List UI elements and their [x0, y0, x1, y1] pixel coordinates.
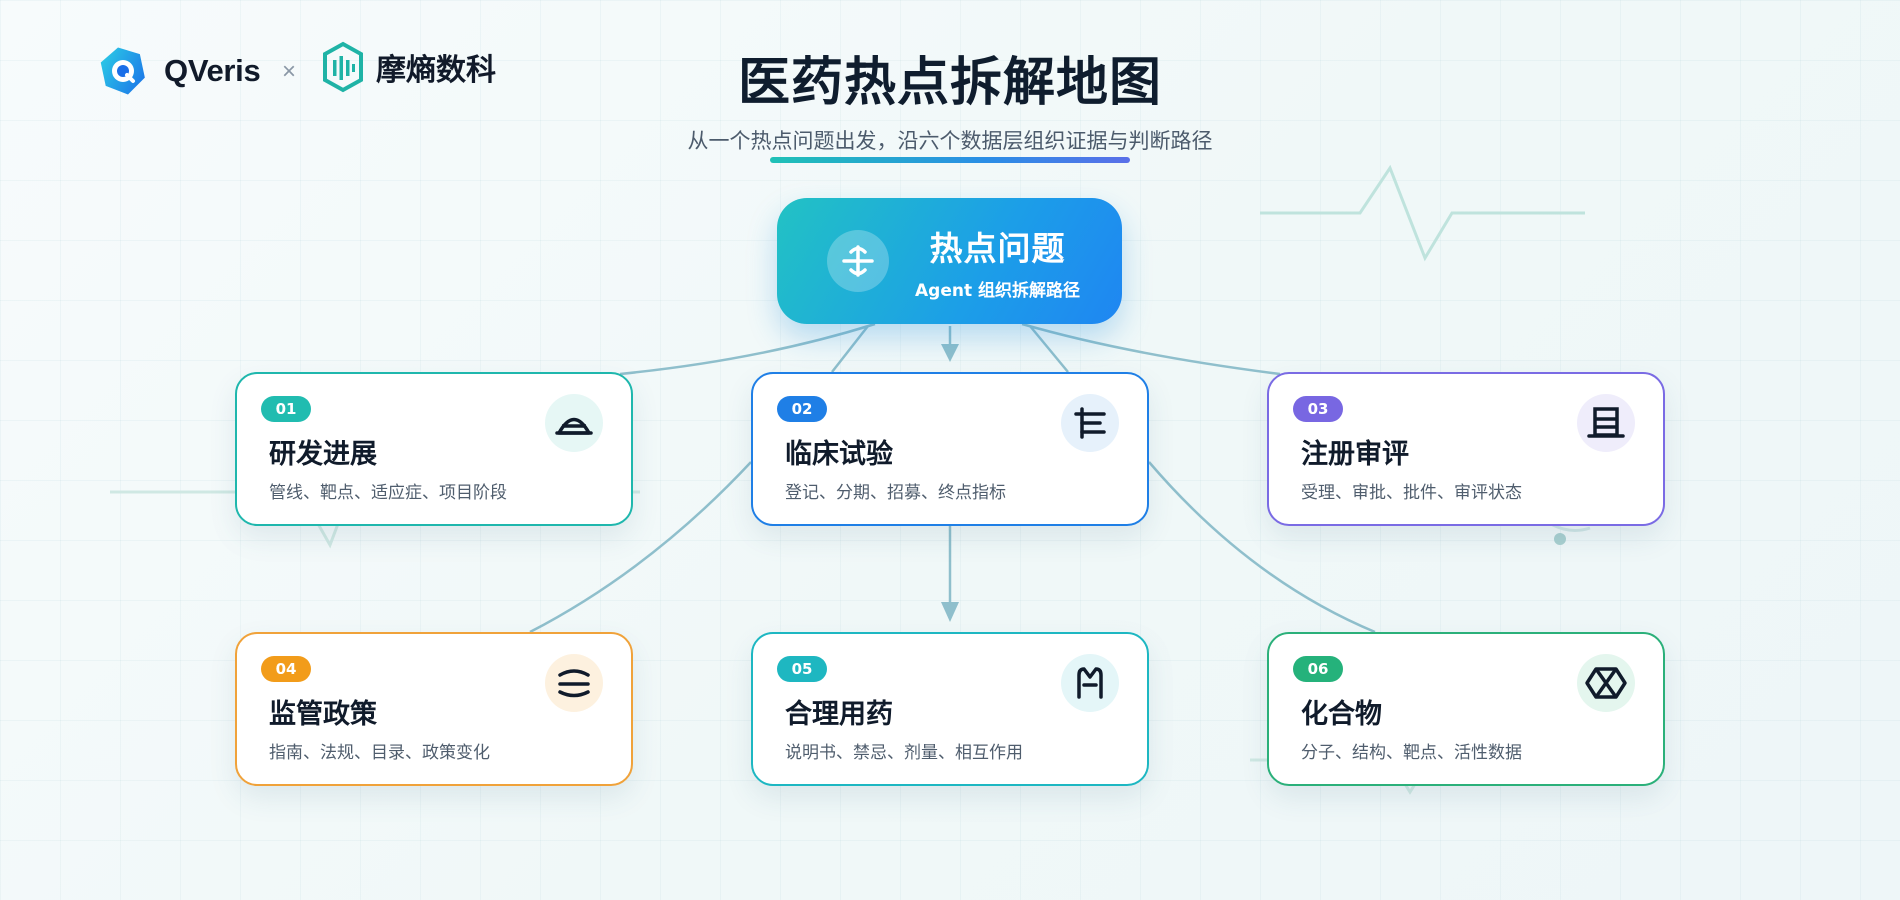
connector-to-card-04: [529, 461, 752, 634]
card-title: 研发进展: [269, 439, 377, 470]
card-title: 注册审评: [1301, 439, 1409, 470]
card-description: 指南、法规、目录、政策变化: [269, 743, 490, 763]
connector-to-card-03a: [1029, 325, 1069, 373]
page-title: 医药热点拆解地图: [737, 53, 1162, 113]
connector-to-card-02: [831, 325, 869, 373]
brand-qveris-name: QVeris: [164, 53, 261, 88]
heartbeat-line-top-right: [1260, 164, 1585, 262]
decor-dot-right: [1554, 533, 1566, 545]
hexagon-cross-icon: [1577, 654, 1635, 712]
center-node-hot-topic: 热点问题 Agent 组织拆解路径: [777, 198, 1122, 324]
center-subtitle: Agent 组织拆解路径: [915, 280, 1081, 301]
brand-moshang-name: 摩熵数科: [376, 53, 496, 88]
card-description: 分子、结构、靶点、活性数据: [1301, 743, 1522, 763]
connector-to-card-03b: [1021, 322, 1281, 376]
center-text: 热点问题 Agent 组织拆解路径: [915, 222, 1080, 301]
connector-to-card-06: [1148, 461, 1376, 634]
card-description: 受理、审批、批件、审评状态: [1301, 483, 1522, 503]
dome-icon: [545, 394, 603, 452]
card-rational-drug-use: 05 合理用药 说明书、禁忌、剂量、相互作用: [751, 632, 1149, 786]
arrow-to-card-05: [941, 602, 959, 622]
wave-lines-icon: [545, 654, 603, 712]
arrow-center-down: [941, 344, 959, 362]
card-title: 合理用药: [785, 699, 893, 730]
card-description: 登记、分期、招募、终点指标: [785, 483, 1006, 503]
page-subtitle: 从一个热点问题出发，沿六个数据层组织证据与判断路径: [687, 129, 1213, 153]
branch-lines-icon: [1061, 394, 1119, 452]
card-badge: 01: [261, 396, 311, 422]
m-shape-icon: [1061, 654, 1119, 712]
card-title: 监管政策: [269, 699, 377, 730]
times-sign: ×: [282, 58, 297, 85]
brand-moshang: 摩熵数科: [320, 40, 496, 94]
moshang-logo-icon: [323, 41, 363, 93]
card-regulatory-policy: 04 监管政策 指南、法规、目录、政策变化: [235, 632, 633, 786]
card-badge: 05: [777, 656, 827, 682]
card-badge: 02: [777, 396, 827, 422]
card-title: 化合物: [1301, 699, 1382, 730]
brand-qveris: QVeris: [96, 44, 261, 98]
card-description: 说明书、禁忌、剂量、相互作用: [785, 743, 1023, 763]
card-badge: 04: [261, 656, 311, 682]
card-registration-review: 03 注册审评 受理、审批、批件、审评状态: [1267, 372, 1665, 526]
title-underline: [770, 157, 1130, 163]
document-frame-icon: [1577, 394, 1635, 452]
connector-to-card-01: [619, 322, 876, 376]
split-arrows-icon: [827, 230, 889, 292]
card-badge: 06: [1293, 656, 1343, 682]
card-badge: 03: [1293, 396, 1343, 422]
card-rd-progress: 01 研发进展 管线、靶点、适应症、项目阶段: [235, 372, 633, 526]
card-title: 临床试验: [785, 439, 893, 470]
title-block: 医药热点拆解地图 从一个热点问题出发，沿六个数据层组织证据与判断路径: [600, 40, 1300, 155]
card-compounds: 06 化合物 分子、结构、靶点、活性数据: [1267, 632, 1665, 786]
qveris-logo-icon: [100, 47, 145, 95]
center-title: 热点问题: [929, 228, 1066, 268]
card-description: 管线、靶点、适应症、项目阶段: [269, 483, 507, 503]
card-clinical-trials: 02 临床试验 登记、分期、招募、终点指标: [751, 372, 1149, 526]
